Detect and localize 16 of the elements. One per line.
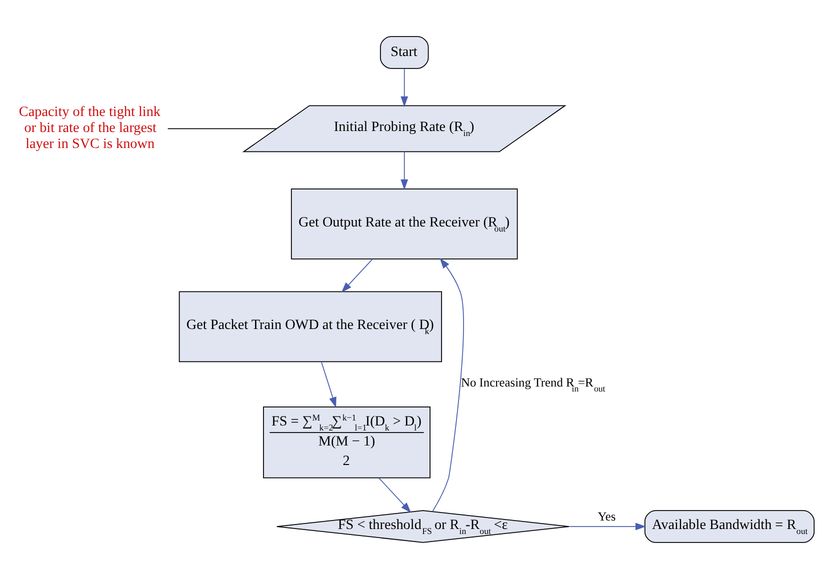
- arrow: [432, 258, 464, 512]
- node-box: Available Bandwidth = R$_{out}$: [644, 510, 815, 543]
- arrow: [320, 361, 336, 408]
- node-text: Capacity of the tight link or bit rate of the largest layer in SVC is known: [18, 104, 160, 152]
- edge-label: Yes: [598, 509, 616, 524]
- arrow: [341, 258, 373, 293]
- arrow: [400, 151, 408, 190]
- node-box: Get Packet Train OWD at the Receiver ( D$_{k}$): [178, 291, 442, 362]
- arrow: [400, 68, 408, 107]
- connector: [167, 128, 277, 130]
- node-diamond: FS < threshold$_{FS}$ or R$_{in}$-R$_{out}$ <ε: [276, 510, 570, 543]
- node-box: Start: [380, 36, 429, 69]
- node-box: Get Output Rate at the Receiver (R$_{out}$): [290, 188, 518, 260]
- arrow: [378, 477, 412, 513]
- arrow: [568, 522, 646, 530]
- node-box: FS = ∑$^{M}$$_{k=2}$∑$^{k−1}$$_{l=1}$I(D$_{k}$ > D$_{l}$) M(M − 1) 2: [263, 406, 430, 478]
